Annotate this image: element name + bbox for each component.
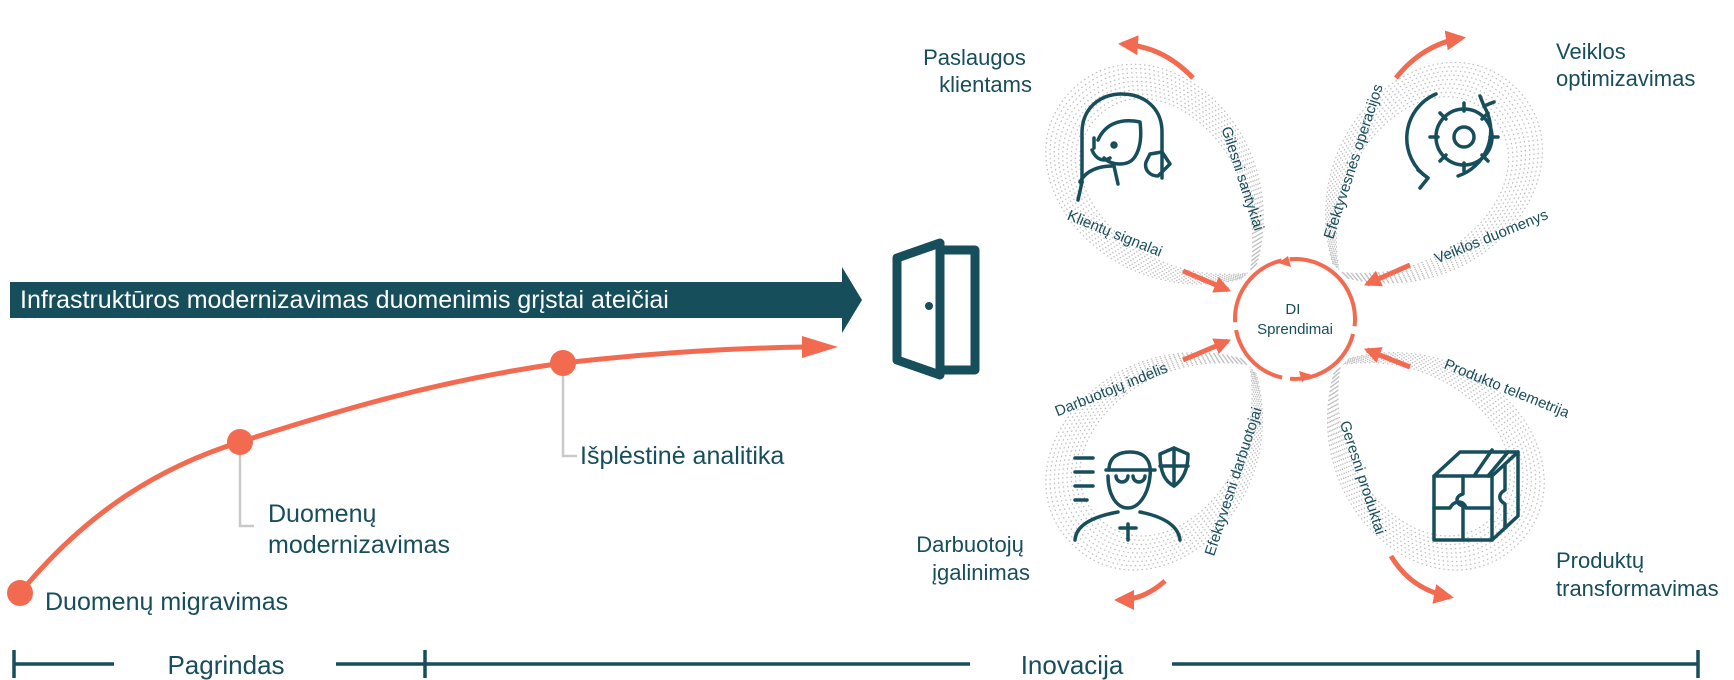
petal-loop-top-right bbox=[1330, 79, 1526, 279]
petal-loop-top-right bbox=[1333, 87, 1518, 277]
outbound-arrow-top-right bbox=[1394, 30, 1466, 80]
label-gilesni-santykiai: Gilesni santykiai bbox=[1217, 124, 1267, 232]
journey-curve bbox=[17, 336, 838, 596]
petal-loop-bottom-left bbox=[1053, 354, 1261, 563]
petal-loop-top-left bbox=[1074, 93, 1255, 276]
quadrant-title-bottom-left: Darbuotojų įgalinimas bbox=[916, 532, 1030, 585]
milestone-1-dot bbox=[7, 580, 33, 606]
milestone-2-label: Duomenų modernizavimas bbox=[268, 500, 450, 559]
petal-loop-top-left bbox=[1057, 76, 1260, 281]
banner-arrow: Infrastruktūros modernizavimas duomenimi… bbox=[10, 267, 862, 333]
petal-loop-bottom-left bbox=[1062, 357, 1258, 554]
outbound-arrow-bottom-right bbox=[1388, 554, 1454, 604]
petal-loop-bottom-left bbox=[1049, 353, 1262, 567]
outbound-arrow-top-left bbox=[1118, 35, 1195, 80]
petal-loop-bottom-right bbox=[1334, 359, 1520, 545]
label-efektyvesni-darbuotojai: Efektyvesni darbuotojai bbox=[1202, 405, 1266, 558]
inbound-arrow-top-left bbox=[1182, 268, 1232, 293]
inbound-arrow-top-right bbox=[1363, 262, 1412, 287]
quadrant-title-top-left: Paslaugos klientams bbox=[923, 45, 1032, 97]
inbound-arrow-bottom-right bbox=[1363, 347, 1411, 370]
petal-loop-bottom-right bbox=[1327, 352, 1545, 571]
petal-loop-bottom-left bbox=[1079, 362, 1253, 537]
petal-loop-bottom-right bbox=[1328, 353, 1541, 567]
petal-loop-top-left bbox=[1062, 80, 1259, 280]
milestone-2-leader bbox=[238, 442, 254, 528]
petal-loop-top-left bbox=[1079, 97, 1254, 275]
petal-loop-bottom-right bbox=[1329, 354, 1537, 563]
label-klientu-signalai: Klientų signalai bbox=[1065, 207, 1165, 261]
quadrant-title-bottom-right: Produktų transformavimas bbox=[1556, 548, 1719, 601]
door-icon bbox=[892, 238, 980, 380]
petal-loop-top-right bbox=[1326, 66, 1539, 283]
petal-loop-top-left bbox=[1070, 89, 1256, 277]
banner-text: Infrastruktūros modernizavimas duomenimi… bbox=[20, 286, 669, 314]
gear-cycle-icon bbox=[1405, 92, 1500, 190]
petal-loop-bottom-right bbox=[1336, 361, 1516, 541]
milestone-3-leader bbox=[561, 363, 577, 458]
milestone-1-label: Duomenų migravimas bbox=[45, 588, 288, 616]
timeline-phase-1: Pagrindas bbox=[167, 650, 284, 680]
petal-loop-bottom-right bbox=[1337, 362, 1511, 537]
petal-loops bbox=[1045, 61, 1545, 571]
petal-loop-bottom-left bbox=[1070, 359, 1256, 545]
employee-shield-icon bbox=[1073, 446, 1190, 542]
timeline bbox=[12, 650, 1700, 678]
puzzle-cube-icon bbox=[1432, 448, 1520, 542]
petal-loop-top-left bbox=[1045, 63, 1264, 285]
quadrant-title-top-right: Veiklos optimizavimas bbox=[1556, 39, 1695, 91]
petal-loop-top-right bbox=[1329, 74, 1531, 280]
petal-loop-top-left bbox=[1066, 85, 1258, 279]
petal-loop-bottom-right bbox=[1332, 357, 1528, 554]
ai-hub: DI Sprendimai bbox=[1233, 256, 1357, 382]
petal-loop-top-left bbox=[1053, 72, 1261, 282]
petal-loop-bottom-left bbox=[1074, 361, 1254, 541]
label-darbuotoju-indelis: Darbuotojų indėlis bbox=[1052, 359, 1170, 420]
hub-title: DI Sprendimai bbox=[1257, 301, 1333, 338]
petal-loop-top-right bbox=[1325, 61, 1543, 284]
milestone-3-dot bbox=[550, 350, 576, 376]
petal-loop-top-right bbox=[1331, 83, 1522, 278]
inbound-arrow-bottom-left bbox=[1182, 338, 1232, 363]
milestone-2-dot bbox=[227, 429, 253, 455]
petal-loop-bottom-left bbox=[1045, 352, 1263, 571]
milestone-3-label: Išplėstinė analitika bbox=[580, 442, 784, 470]
timeline-phase-2: Inovacija bbox=[1021, 650, 1124, 680]
outbound-arrow-bottom-left bbox=[1114, 579, 1167, 610]
customer-service-agent-icon bbox=[1076, 92, 1172, 202]
petal-loop-top-right bbox=[1327, 70, 1535, 281]
label-efektyvesnes-operacijos: Efektyvesnės operacijos bbox=[1321, 82, 1387, 241]
